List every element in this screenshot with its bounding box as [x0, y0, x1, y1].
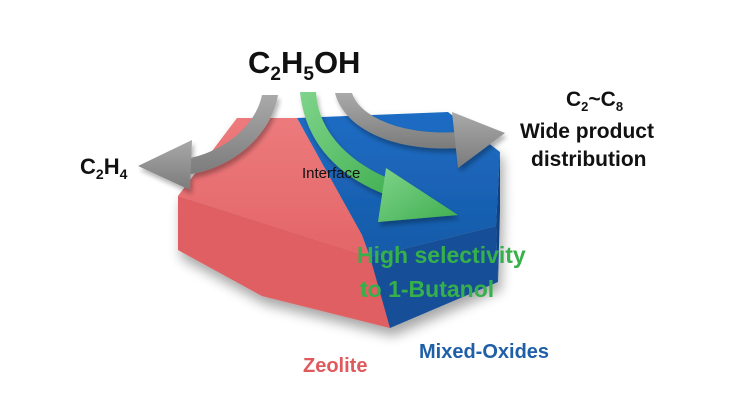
- wide-products-label: C2~C8 Wide product distribution: [520, 88, 654, 171]
- arrow-to-ethylene-shaft: [175, 95, 278, 176]
- arrow-to-ethylene-head: [138, 140, 192, 190]
- carbon-range: C2~C8: [566, 88, 623, 114]
- zeolite-label: Zeolite: [303, 355, 367, 377]
- arrow-to-wide-products-head: [452, 112, 505, 168]
- selectivity-line2: to 1-Butanol: [360, 276, 494, 302]
- reactant-formula: C2H5OH: [248, 45, 360, 85]
- arrow-to-butanol-head: [378, 168, 458, 222]
- oxides-front-face: [370, 226, 498, 328]
- arrow-to-butanol: [300, 92, 458, 222]
- distribution-line: distribution: [531, 148, 646, 171]
- arrow-to-wide-products-shaft: [335, 93, 460, 149]
- ethylene-formula: C2H4: [80, 154, 128, 182]
- selectivity-label: High selectivity to 1-Butanol: [357, 242, 526, 302]
- selectivity-line1: High selectivity: [357, 242, 526, 268]
- mixed-oxides-label: Mixed-Oxides: [419, 341, 549, 363]
- oxides-right-face: [496, 152, 500, 282]
- arrow-to-ethylene: [138, 95, 278, 190]
- wide-product-line: Wide product: [520, 120, 654, 143]
- zeolite-front-face: [178, 196, 390, 328]
- interface-label: Interface: [302, 165, 360, 182]
- arrow-to-wide-products: [335, 93, 505, 168]
